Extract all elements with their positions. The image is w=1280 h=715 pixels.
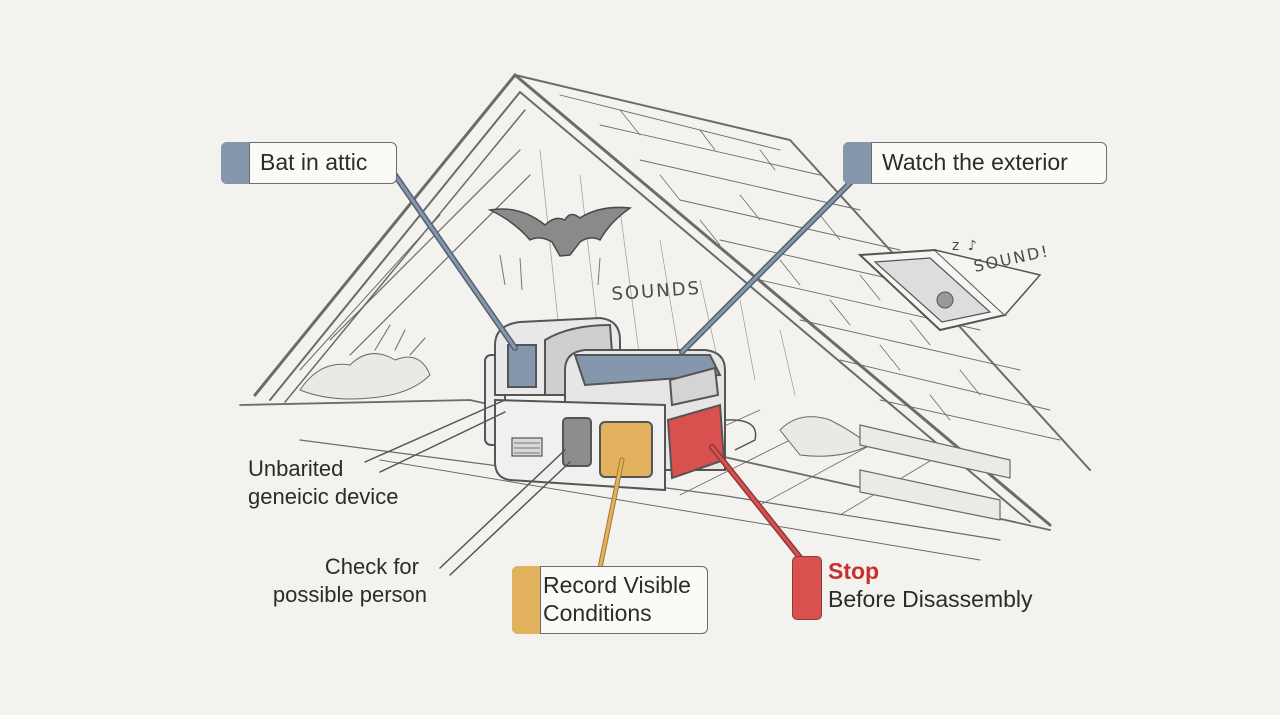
- label-line: possible person: [272, 581, 427, 607]
- stop-title: Stop: [828, 558, 880, 584]
- callout-watch-exterior: Watch the exterior: [843, 142, 1107, 184]
- label-line: geneicic device: [248, 483, 399, 509]
- callout-text: Watch the exterior: [882, 149, 1068, 176]
- label-unbarited-device: Unbarited geneicic device: [248, 455, 398, 510]
- sounds-text: SOUNDS: [611, 278, 702, 305]
- label-check-person: Check for possible person: [257, 553, 427, 608]
- callout-text: Bat in attic: [260, 149, 368, 176]
- bat-icon: [487, 206, 633, 291]
- callout-stop: Stop Before Disassembly: [792, 556, 1092, 622]
- callout-tab: [843, 142, 872, 184]
- roof-frame: [239, 72, 1091, 561]
- callout-line: Conditions: [543, 600, 652, 626]
- label-line: Unbarited: [248, 456, 344, 481]
- callout-record-conditions: Record Visible Conditions: [512, 566, 708, 634]
- callout-bat-in-attic: Bat in attic: [221, 142, 397, 184]
- roof-vent-icon: [857, 248, 1042, 332]
- z-marks-text: z ♪: [952, 238, 979, 254]
- callout-tab: [512, 566, 541, 634]
- callout-tab: [221, 142, 250, 184]
- callout-line: Record Visible: [543, 572, 691, 599]
- leader-lines: [364, 172, 861, 576]
- callout-text: Record Visible Conditions: [513, 572, 705, 627]
- stop-flag: [792, 556, 822, 620]
- label-line: Check for: [324, 554, 419, 579]
- stop-subtitle: Before Disassembly: [828, 586, 1033, 612]
